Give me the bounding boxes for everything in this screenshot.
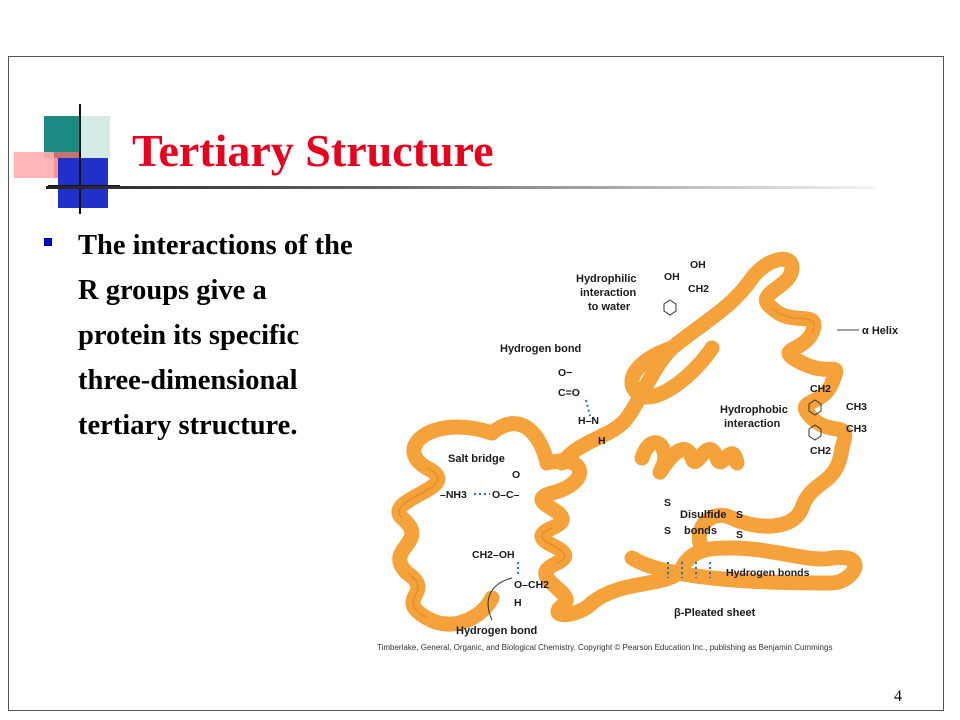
ribbon-small-coil xyxy=(634,435,745,480)
chem-oh-ring: OH xyxy=(664,271,680,283)
chem-h-n: H–N xyxy=(578,415,599,427)
chem-o-minus: O− xyxy=(558,367,572,379)
label-disulfide-2: bonds xyxy=(684,525,717,537)
chem-o-ch2: O–CH2 xyxy=(514,579,549,591)
label-hydrophilic-2: interaction xyxy=(580,287,637,299)
label-hydrophobic-2: interaction xyxy=(724,418,781,430)
ribbon-left-helix xyxy=(391,419,500,632)
figure-caption: Timberlake, General, Organic, and Biolog… xyxy=(377,643,833,652)
page-number: 4 xyxy=(894,688,902,705)
label-hydrophilic-3: to water xyxy=(588,301,631,313)
label-hydrogen-bond-bottom: Hydrogen bond xyxy=(456,625,537,637)
label-disulfide-1: Disulfide xyxy=(680,509,726,521)
chem-h-bottom: H xyxy=(598,435,606,447)
chem-o-salt: O xyxy=(512,469,520,481)
bullet-text: The interactions of the R groups give a … xyxy=(78,230,353,441)
chem-ch3-r2: CH3 xyxy=(846,423,867,435)
chem-s4: S xyxy=(736,529,743,541)
label-pleated-sheet: β-Pleated sheet xyxy=(674,607,756,619)
ribbon-right xyxy=(691,440,850,556)
label-hydrophobic-1: Hydrophobic xyxy=(720,404,788,416)
chem-nh3: –NH3 xyxy=(440,489,467,501)
tertiary-structure-figure: Hydrophilic interaction to water OH CH2 … xyxy=(391,251,899,637)
chem-ch3-r1: CH3 xyxy=(846,401,867,413)
ribbon-lower xyxy=(584,540,863,611)
ribbon-inner xyxy=(624,340,720,405)
chem-oh-top: OH xyxy=(690,259,706,271)
chem-h-low: H xyxy=(514,597,522,609)
label-hydrogen-bond-top: Hydrogen bond xyxy=(500,343,581,355)
chem-ch2-oh: CH2–OH xyxy=(472,549,515,561)
ribbon-middle-helix xyxy=(534,453,600,623)
chem-o-c: O–C– xyxy=(492,489,520,501)
chem-ch2-top: CH2 xyxy=(688,283,709,295)
chem-s1: S xyxy=(664,497,671,509)
chem-ch2-r2: CH2 xyxy=(810,445,831,457)
title-decoration xyxy=(14,104,120,214)
chem-c-eq-o: C=O xyxy=(558,387,580,399)
label-alpha-helix: α Helix xyxy=(862,325,899,337)
chem-ch2-r1: CH2 xyxy=(810,383,831,395)
title-underline xyxy=(46,186,876,189)
chem-s3: S xyxy=(736,509,743,521)
label-hydrogen-bonds: Hydrogen bonds xyxy=(726,567,810,579)
slide-frame xyxy=(8,56,944,711)
slide-title: Tertiary Structure xyxy=(132,125,494,176)
label-hydrophilic-1: Hydrophilic xyxy=(576,273,637,285)
bullet-marker xyxy=(44,238,52,246)
ribbon-upper-left xyxy=(484,416,555,471)
label-salt-bridge: Salt bridge xyxy=(448,453,505,465)
chem-s2: S xyxy=(664,525,671,537)
